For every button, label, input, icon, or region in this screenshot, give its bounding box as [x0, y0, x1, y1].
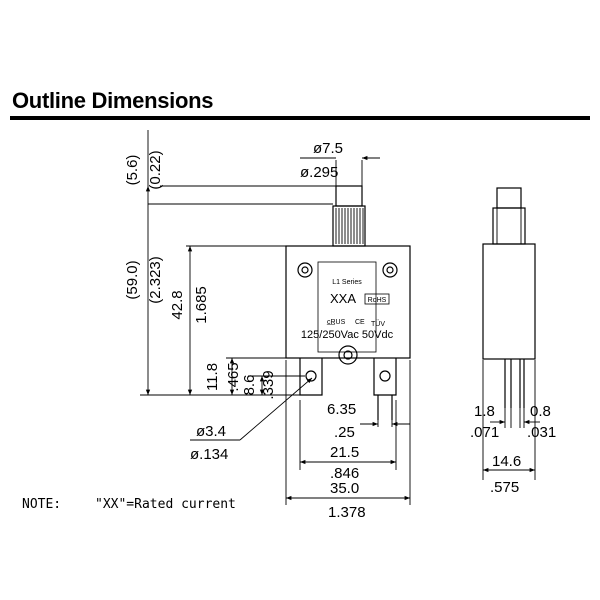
side-bushing	[492, 207, 526, 245]
dim-button-height-in: (0.22)	[147, 150, 164, 189]
ul-mark: c̲R̲US	[326, 319, 346, 326]
reset-button-cap	[335, 185, 363, 207]
dim-depth-mm: 14.6	[492, 453, 521, 470]
side-body	[482, 243, 536, 360]
label-series: L1 Series	[332, 279, 362, 286]
label-rating: XXA	[330, 291, 356, 306]
dim-terminal-thickness-b-in: .031	[527, 424, 556, 441]
dim-terminal-width-mm: 6.35	[327, 401, 356, 418]
dim-hole-diameter-mm: ø3.4	[196, 423, 226, 440]
terminal-right-hole	[379, 370, 391, 382]
dim-terminal-thickness-a-in: .071	[470, 424, 499, 441]
dim-terminal-offset-b-in: .339	[260, 370, 277, 399]
dim-body-height-in: 1.685	[193, 286, 210, 324]
dim-terminal-width-in: .25	[334, 424, 355, 441]
dim-terminal-spacing-mm: 21.5	[330, 444, 359, 461]
side-button-cap	[496, 187, 522, 209]
dim-body-width-mm: 35.0	[330, 480, 359, 497]
label-frame	[317, 261, 377, 353]
center-nut	[338, 345, 358, 365]
dim-body-width-in: 1.378	[328, 504, 366, 521]
dim-overall-height-mm: (59.0)	[124, 260, 141, 299]
dim-body-height-mm: 42.8	[169, 290, 186, 319]
dim-terminal-thickness-b-mm: 0.8	[530, 403, 551, 420]
front-dimension-lines	[140, 130, 411, 505]
dim-depth-in: .575	[490, 479, 519, 496]
terminal-left-hole	[305, 370, 317, 382]
dim-overall-height-in: (2.323)	[147, 256, 164, 304]
note-text: "XX"=Rated current	[95, 497, 236, 512]
note-prefix: NOTE:	[22, 497, 61, 512]
mount-screw-left	[297, 262, 313, 278]
dim-hole-diameter-in: ø.134	[190, 446, 228, 463]
dim-terminal-thickness-a-mm: 1.8	[474, 403, 495, 420]
label-voltage: 125/250Vac 50Vdc	[301, 329, 394, 341]
dim-terminal-offset-a-mm: 11.8	[204, 363, 221, 391]
label-rohs: RoHS	[368, 297, 387, 304]
dim-terminal-spacing-in: .846	[330, 465, 359, 482]
breaker-body	[285, 245, 411, 359]
terminal-right	[373, 358, 397, 396]
front-view	[285, 185, 411, 420]
dim-button-diameter-in: ø.295	[300, 164, 338, 181]
tuv-mark: TÜV	[371, 320, 385, 328]
bushing-threads	[335, 208, 364, 244]
ce-mark: CE	[355, 319, 365, 326]
rohs-badge	[364, 293, 390, 305]
dim-button-diameter-mm: ø7.5	[313, 140, 343, 157]
dim-button-height-mm: (5.6)	[124, 155, 141, 186]
terminal-left	[299, 358, 323, 396]
side-dimension-lines	[482, 360, 540, 480]
dim-terminal-offset-a-in: .465	[225, 362, 242, 391]
dim-terminal-offset-b-mm: 8.6	[241, 375, 258, 396]
mount-screw-right	[382, 262, 398, 278]
side-view	[482, 187, 536, 408]
title-underline	[10, 116, 590, 120]
section-title: Outline Dimensions	[12, 88, 214, 113]
